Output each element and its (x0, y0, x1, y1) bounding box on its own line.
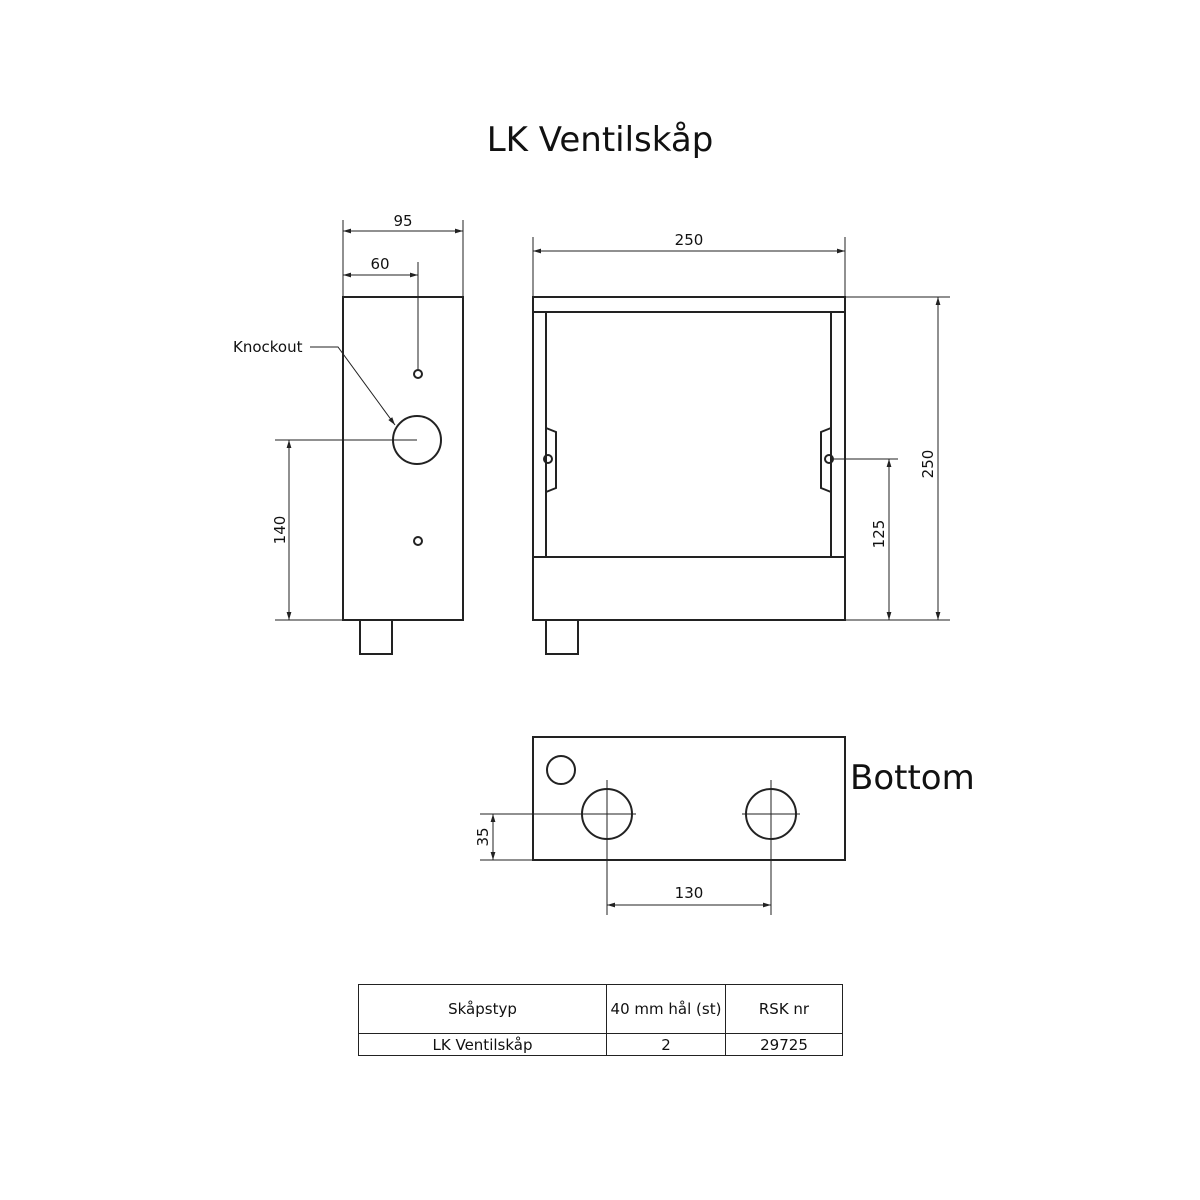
dim-label-130: 130 (675, 884, 704, 902)
table-header-cell: 40 mm hål (st) (606, 984, 726, 1034)
dim-label-250-width: 250 (675, 231, 704, 249)
front-view (532, 296, 846, 655)
dim-label-140: 140 (271, 516, 289, 545)
dim-label-35: 35 (474, 827, 492, 846)
table-header-cell: Skåpstyp (358, 984, 607, 1034)
table-row: LK Ventilskåp 2 29725 (358, 1033, 843, 1056)
small-knockout (546, 755, 576, 785)
bottom-view-body (532, 736, 846, 861)
left-mount-screw (543, 454, 553, 464)
front-view-pipe (545, 619, 579, 655)
dim-label-250-height: 250 (919, 450, 937, 479)
table-cell: 2 (606, 1033, 726, 1056)
dim-label-125: 125 (870, 520, 888, 549)
bottom-view-label: Bottom (850, 758, 975, 798)
side-view-pipe (359, 619, 393, 655)
table-cell: 29725 (725, 1033, 843, 1056)
table-cell: LK Ventilskåp (358, 1033, 607, 1056)
knockout-leader (310, 346, 396, 426)
spec-table: Skåpstyp 40 mm hål (st) RSK nr LK Ventil… (358, 984, 843, 1056)
table-header-cell: RSK nr (725, 984, 843, 1034)
front-view-frame (532, 296, 846, 621)
dim-label-95: 95 (393, 212, 412, 230)
screw-hole-bottom (413, 536, 423, 546)
side-view-body (342, 296, 464, 621)
dim-label-60: 60 (370, 255, 389, 273)
bottom-view (532, 736, 846, 861)
right-mount-bracket (820, 427, 832, 493)
side-view (342, 296, 464, 655)
table-header-row: Skåpstyp 40 mm hål (st) RSK nr (358, 984, 843, 1034)
drawing-title: LK Ventilskåp (486, 120, 714, 160)
left-mount-bracket (545, 427, 557, 493)
screw-hole-top (413, 369, 423, 379)
knockout-label: Knockout (233, 338, 303, 356)
